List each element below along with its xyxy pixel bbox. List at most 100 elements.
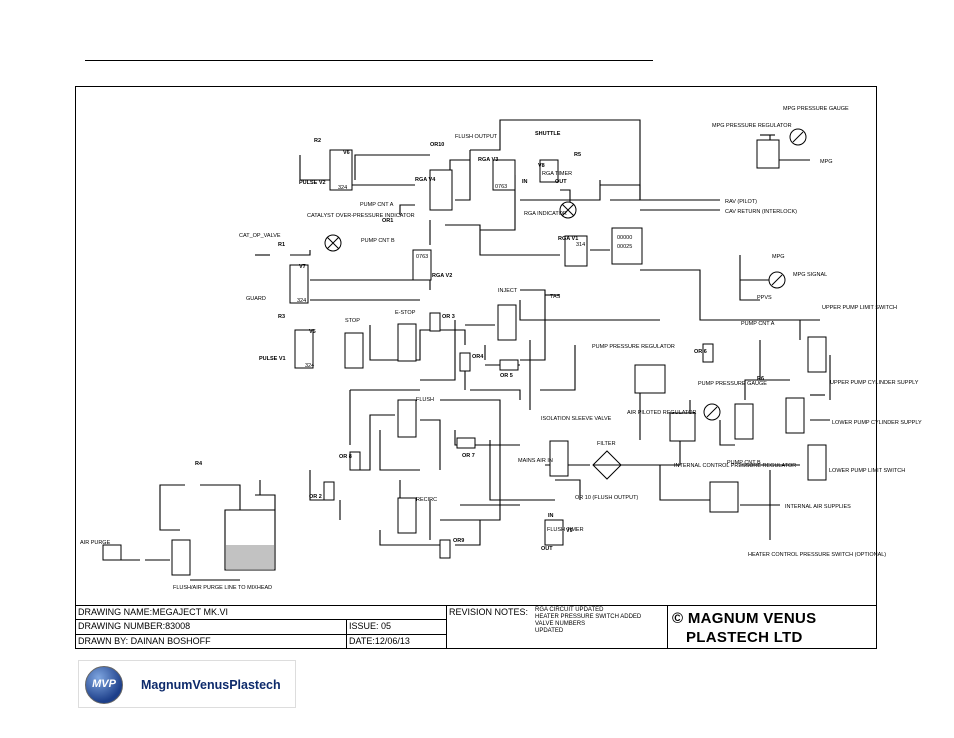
revision-line: UPDATED xyxy=(535,628,564,634)
label-internal-air-supplies: INTERNAL AIR SUPPLIES xyxy=(785,504,851,510)
label-rga-v4: RGA V4 xyxy=(415,177,436,183)
label-ppvs: PPVS xyxy=(757,295,772,301)
label-air-purge: AIR PURGE xyxy=(80,540,111,546)
label-out-v9: OUT xyxy=(541,546,553,552)
label-mpg-out: MPG xyxy=(820,159,833,165)
label-lower-cyl-supply: LOWER PUMP CYLINDER SUPPLY xyxy=(832,420,922,426)
label-air-piloted-regulator: AIR PILOTED REGULATOR xyxy=(627,410,697,416)
label-pulse-v2: PULSE V2 xyxy=(299,180,326,186)
label-stop: STOP xyxy=(345,318,360,324)
label-pulse-v1: PULSE V1 xyxy=(259,356,286,362)
label-rav-pilot: RAV (PILOT) xyxy=(725,199,757,205)
label-in-v8: IN xyxy=(522,179,528,185)
label-or5: OR 5 xyxy=(500,373,513,379)
label-catalyst-indicator: CATALYST OVER-PRESSURE INDICATOR xyxy=(307,213,415,219)
logo-name: MagnumVenusPlastech xyxy=(141,678,281,692)
label-internal-control-regulator: INTERNAL CONTROL PRESSURE REGULATOR xyxy=(674,463,796,469)
copyright-line-2: PLASTECH LTD xyxy=(686,629,803,646)
label-pump-cnt-b-right: PUMP CNT B xyxy=(727,460,761,466)
date: DATE:12/06/13 xyxy=(346,634,447,649)
label-out-v8: OUT xyxy=(555,179,567,185)
label-v5: V5 xyxy=(309,329,316,335)
label-r1: R1 xyxy=(278,242,285,248)
label-324-b: 324 xyxy=(297,298,306,304)
label-or8: OR 8 xyxy=(339,454,352,460)
label-pump-cnt-a: PUMP CNT A xyxy=(360,202,394,208)
label-pump-pressure-gauge: PUMP PRESSURE GAUGE xyxy=(698,381,767,387)
label-upper-cyl-supply: UPPER PUMP CYLINDER SUPPLY xyxy=(830,380,919,386)
label-rga-v1: RGA V1 xyxy=(558,236,578,242)
label-or3: OR 3 xyxy=(442,314,455,320)
revision-line: HEATER PRESSURE SWITCH ADDED xyxy=(535,614,642,620)
label-recirc: RECIRC xyxy=(416,497,437,503)
label-or9: OR9 xyxy=(453,538,464,544)
revision-line: RGA CIRCUIT UPDATED xyxy=(535,607,604,613)
label-v9: V9 xyxy=(566,528,573,534)
copyright-cell xyxy=(667,605,877,649)
label-lower-limit-switch: LOWER PUMP LIMIT SWITCH xyxy=(829,468,905,474)
header-rule xyxy=(85,60,653,61)
label-or4: OR4 xyxy=(472,354,484,360)
label-filter: FILTER xyxy=(597,441,616,447)
copyright-line-1: © MAGNUM VENUS xyxy=(672,610,817,627)
label-flush-output-top: FLUSH OUTPUT xyxy=(455,134,498,140)
label-v7: V7 xyxy=(299,264,306,270)
label-mpg-mid: MPG xyxy=(772,254,785,260)
logo-badge: MVP xyxy=(85,666,123,704)
label-324-a: 324 xyxy=(338,185,347,191)
label-guard: GUARD xyxy=(246,296,266,302)
label-mpg-gauge: MPG PRESSURE GAUGE xyxy=(783,106,849,112)
label-pump-cnt-a-right: PUMP CNT A xyxy=(741,321,775,327)
label-isolation-valve: ISOLATION SLEEVE VALVE xyxy=(541,416,612,422)
drawing-number: DRAWING NUMBER:83008 xyxy=(75,619,347,635)
label-r5: R5 xyxy=(574,152,581,158)
label-or10: OR10 xyxy=(430,142,444,148)
label-rga-timer: RGA TIMER xyxy=(542,171,572,177)
label-rga-v2: RGA V2 xyxy=(432,273,452,279)
label-e-stop: E-STOP xyxy=(395,310,416,316)
label-in-v9: IN xyxy=(548,513,554,519)
label-0763-b: 0763 xyxy=(495,184,507,190)
tank-fill xyxy=(226,545,274,570)
label-tas: TAS xyxy=(550,294,561,300)
label-r2: R2 xyxy=(314,138,321,144)
label-314: 314 xyxy=(576,242,585,248)
label-cav-return: CAV RETURN (INTERLOCK) xyxy=(725,209,797,215)
label-flush-timer: FLUSH TIMER xyxy=(547,527,584,533)
label-or10-bottom: OR 10 (FLUSH OUTPUT) xyxy=(575,495,638,501)
label-or1: OR1 xyxy=(382,218,393,224)
title-block: DRAWING NAME:MEGAJECT MK.VI DRAWING NUMB… xyxy=(75,605,877,649)
label-or6: OR 6 xyxy=(694,349,707,355)
label-mains-air-in: MAINS AIR IN xyxy=(518,458,553,464)
label-shuttle: SHUTTLE xyxy=(535,131,561,137)
issue: ISSUE: 05 xyxy=(346,619,447,635)
label-inject: INJECT xyxy=(498,288,518,294)
label-r6: R6 xyxy=(757,376,764,382)
label-r4: R4 xyxy=(195,461,203,467)
label-pump-pressure-regulator: PUMP PRESSURE REGULATOR xyxy=(592,344,675,350)
label-counter-bottom: 00025 xyxy=(617,244,632,250)
label-or2: OR 2 xyxy=(309,494,322,500)
label-heater-control-switch: HEATER CONTROL PRESSURE SWITCH (OPTIONAL… xyxy=(748,552,886,558)
label-or7: OR 7 xyxy=(462,453,475,459)
label-mpg-regulator: MPG PRESSURE REGULATOR xyxy=(712,123,792,129)
label-upper-limit-switch: UPPER PUMP LIMIT SWITCH xyxy=(822,305,897,311)
label-pump-cnt-b-left: PUMP CNT B xyxy=(361,238,395,244)
label-flush-purge-line: FLUSH/AIR PURGE LINE TO MIXHEAD xyxy=(173,585,272,591)
label-cat-op-valve: CAT_OP_VALVE xyxy=(239,233,281,239)
label-flush: FLUSH xyxy=(416,397,434,403)
revision-line: VALVE NUMBERS xyxy=(535,621,586,627)
label-v8: V8 xyxy=(538,163,545,169)
label-counter-top: 00000 xyxy=(617,235,632,241)
label-0763-a: 0763 xyxy=(416,254,428,260)
drawing-name: DRAWING NAME:MEGAJECT MK.VI xyxy=(75,605,447,620)
logo-badge-text: MVP xyxy=(92,678,116,690)
label-r3: R3 xyxy=(278,314,285,320)
label-rga-indicator: RGA INDICATOR xyxy=(524,211,567,217)
revision-notes: RGA CIRCUIT UPDATED HEATER PRESSURE SWIT… xyxy=(535,607,641,635)
label-rga-v3: RGA V3 xyxy=(478,157,498,163)
drawn-by: DRAWN BY: DAINAN BOSHOFF xyxy=(75,634,347,649)
company-logo: MVP MagnumVenusPlastech xyxy=(78,660,296,708)
label-mpg-signal: MPG SIGNAL xyxy=(793,272,827,278)
